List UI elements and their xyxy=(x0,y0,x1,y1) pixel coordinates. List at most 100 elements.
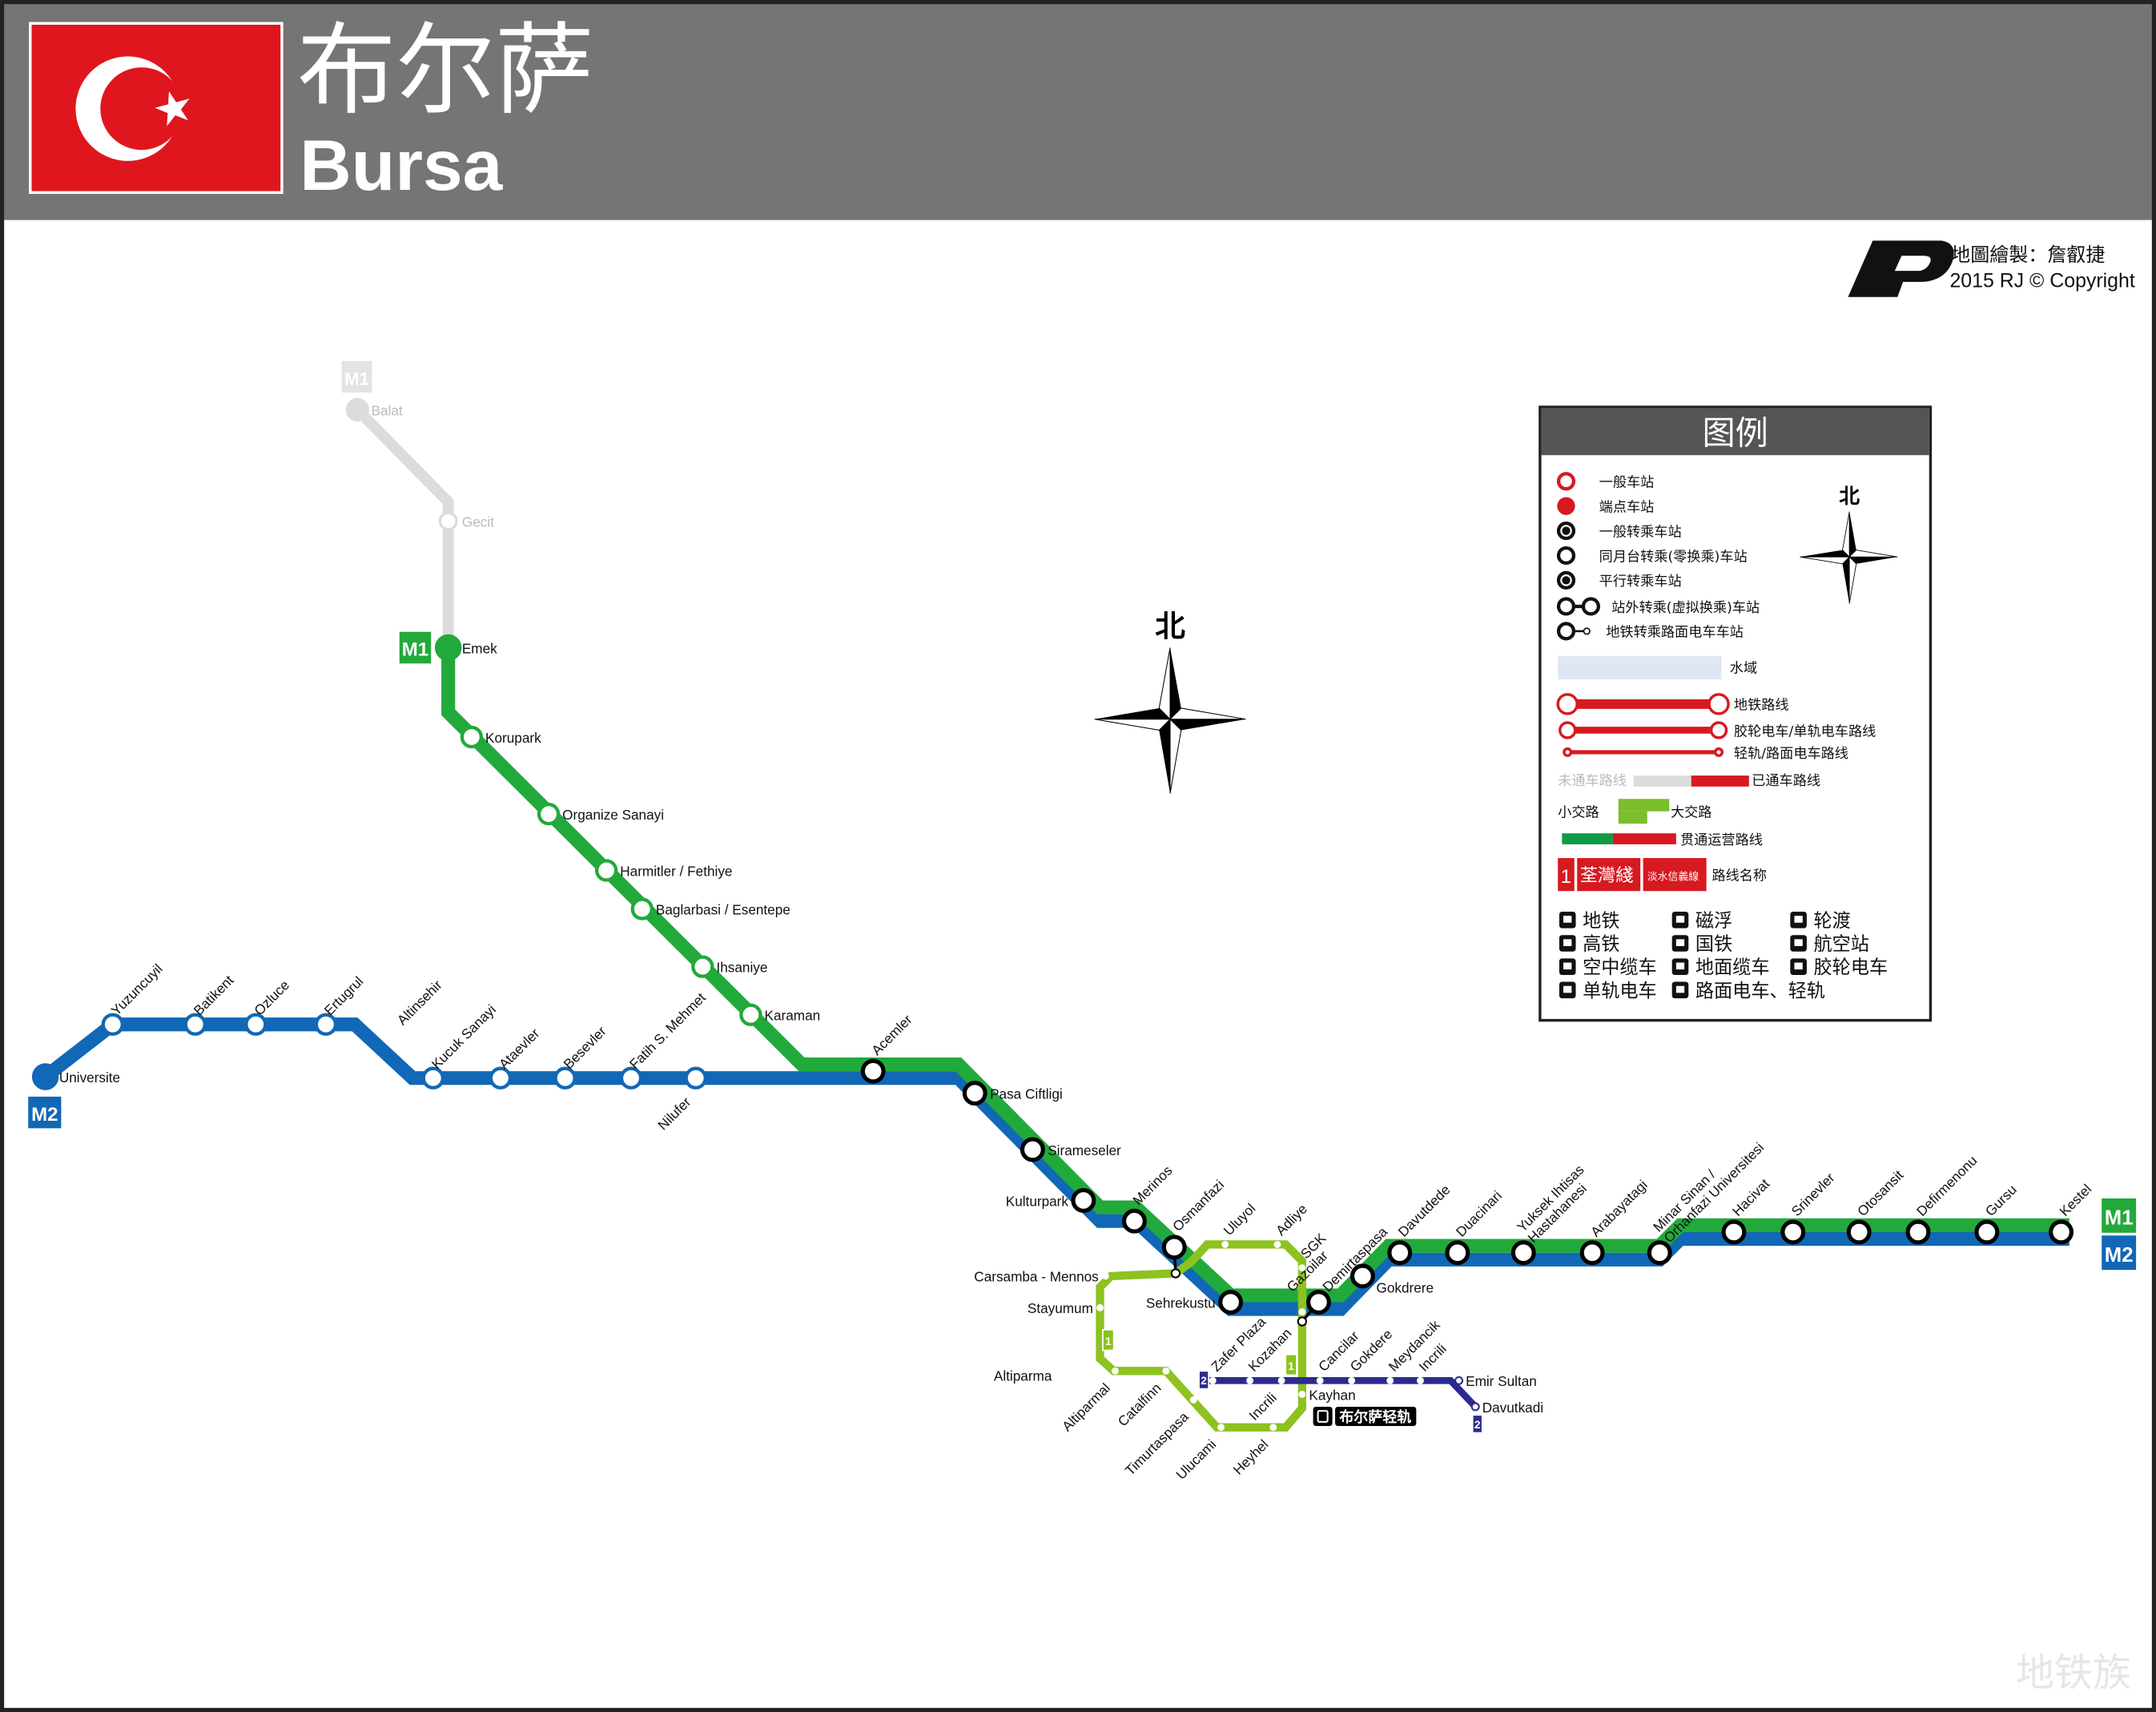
t1-badge-bg xyxy=(1102,1328,1115,1351)
m1-badge-emek: M1 xyxy=(398,630,432,665)
station-label: Carsamba - Mennos xyxy=(974,1269,1098,1285)
icon-glyph xyxy=(1675,985,1685,993)
m2-badge-universite-bg xyxy=(26,1095,63,1130)
station-marker xyxy=(1273,1240,1281,1248)
station-label: Emir Sultan xyxy=(1466,1373,1537,1389)
station-marker xyxy=(1101,1272,1109,1280)
station-carsamba-mennos[interactable]: Carsamba - Mennos xyxy=(974,1269,1109,1285)
station-ihsaniye[interactable]: Ihsaniye xyxy=(691,955,767,978)
m1-badge-kestel: M1 xyxy=(2100,1197,2138,1235)
virtual-transfer-icon xyxy=(1556,597,1576,616)
m2-badge-universite: M2 xyxy=(26,1095,63,1130)
station-gecit[interactable]: Gecit xyxy=(438,511,494,531)
m1-badge-planned-bg xyxy=(340,359,374,394)
light-rail-badge: 布尔萨轻轨 xyxy=(1313,1406,1417,1426)
station-marker xyxy=(1020,1137,1045,1162)
station-label: Harmitler / Fethiye xyxy=(620,863,732,879)
station-label: Emek xyxy=(462,640,497,656)
station-marker xyxy=(489,1066,513,1090)
legend-mode-label: 路面电车、轻轨 xyxy=(1695,980,1825,1001)
legend-title: 图例 xyxy=(1702,413,1768,452)
legend-mode-label: 空中缆车 xyxy=(1583,957,1657,978)
legend-mode-national-rail: 国铁 xyxy=(1671,933,1732,955)
credit-author: 地圖繪製：詹叡捷 xyxy=(1951,244,2105,266)
station-marker xyxy=(1189,1396,1197,1404)
legend-mode-maglev: 磁浮 xyxy=(1671,910,1732,932)
icon-glyph xyxy=(1563,916,1572,923)
legend-station-type: 端点车站 xyxy=(1557,497,1654,516)
legend-long-route-label: 大交路 xyxy=(1671,805,1712,821)
t2-badge-bg xyxy=(1198,1370,1209,1390)
icon-glyph xyxy=(1563,939,1572,946)
station-sirameseler[interactable]: Sirameseler xyxy=(1020,1137,1121,1162)
legend-mode-aerial-cableway: 空中缆车 xyxy=(1559,957,1657,978)
station-gokdrere[interactable]: Gokdrere xyxy=(1350,1263,1434,1295)
station-kayhan[interactable]: Kayhan xyxy=(1298,1387,1356,1403)
t2-badge: 2 xyxy=(1471,1414,1483,1434)
transfer-mark-icon xyxy=(1562,576,1571,585)
station-marker xyxy=(1277,1376,1285,1384)
legend-mode-label: 航空站 xyxy=(1814,933,1869,955)
station-karaman[interactable]: Karaman xyxy=(739,1003,820,1026)
station-organize-sanayi[interactable]: Organize Sanayi xyxy=(537,802,664,826)
station-harmitler-fethiye[interactable]: Harmitler / Fethiye xyxy=(594,859,732,882)
station-marker xyxy=(1974,1219,2000,1245)
station-marker xyxy=(101,1013,124,1036)
station-marker xyxy=(314,1013,338,1036)
station-marker xyxy=(1445,1240,1470,1266)
station-marker xyxy=(345,397,369,422)
legend-station-type-label: 站外转乘(虚拟换乘)车站 xyxy=(1611,600,1760,616)
m1-badge-emek-bg xyxy=(398,630,432,665)
station-marker xyxy=(1298,1264,1306,1272)
station-korupark[interactable]: Korupark xyxy=(460,725,541,749)
station-marker xyxy=(1298,1308,1306,1315)
station-davutkadi[interactable]: Davutkadi xyxy=(1470,1400,1543,1416)
legend-route-name-sample: 1 荃灣綫 淡水信義線 路线名称 xyxy=(1558,858,1767,892)
legend-mode-tram-light-rail: 路面电车、轻轨 xyxy=(1671,980,1825,1001)
station-label: Gecit xyxy=(462,514,494,530)
legend-opened-label: 已通车路线 xyxy=(1752,773,1820,789)
station-label: Ihsaniye xyxy=(716,960,767,976)
station-balat[interactable]: Balat xyxy=(345,397,403,422)
route-name: 荃灣綫 xyxy=(1580,865,1634,886)
line-end-icon xyxy=(1559,721,1577,739)
station-marker xyxy=(1647,1240,1672,1266)
legend-line-type: 地铁路线 xyxy=(1556,693,1789,715)
station-marker xyxy=(630,897,654,920)
north-compass: 北 xyxy=(1094,609,1246,794)
icon-glyph xyxy=(1794,916,1803,923)
turkey-flag-icon xyxy=(29,22,284,195)
station-emek[interactable]: Emek xyxy=(434,634,497,662)
station-sehrekustu[interactable]: Sehrekustu xyxy=(1146,1290,1244,1315)
station-kulturpark[interactable]: Kulturpark xyxy=(1006,1188,1096,1213)
tram-stop-icon xyxy=(1583,627,1591,635)
station-marker xyxy=(1470,1402,1480,1412)
station-marker xyxy=(1305,1290,1331,1315)
station-pasa-ciftligi[interactable]: Pasa Ciftligi xyxy=(962,1081,1063,1106)
station-stayumum[interactable]: Stayumum xyxy=(1028,1300,1104,1316)
m2-badge-kestel: M2 xyxy=(2100,1234,2138,1271)
station-marker xyxy=(1269,1424,1277,1432)
line-end-icon xyxy=(1708,693,1730,715)
station-marker xyxy=(1217,1424,1225,1432)
station-universite[interactable]: Universite xyxy=(31,1063,120,1090)
station-altiparma[interactable]: Altiparma xyxy=(994,1368,1052,1384)
station-label: Stayumum xyxy=(1028,1300,1093,1316)
legend-station-type: 平行转乘车站 xyxy=(1556,570,1682,590)
station-marker xyxy=(434,634,462,662)
legend-compass-label: 北 xyxy=(1839,485,1860,509)
legend-through-service-label: 贯通运营路线 xyxy=(1680,832,1763,848)
station-emir-sultan[interactable]: Emir Sultan xyxy=(1454,1373,1537,1389)
station-label: Sehrekustu xyxy=(1146,1295,1216,1311)
legend-station-type: 站外转乘(虚拟换乘)车站 xyxy=(1556,597,1760,616)
station-label: Korupark xyxy=(485,730,541,746)
station-marker xyxy=(537,802,561,826)
station-label: Kulturpark xyxy=(1006,1193,1069,1209)
tram-icon xyxy=(1317,1410,1329,1423)
station-marker xyxy=(1846,1219,1872,1245)
station-marker xyxy=(1298,1391,1306,1398)
station-marker xyxy=(1111,1367,1119,1375)
station-baglarbasi-esentepe[interactable]: Baglarbasi / Esentepe xyxy=(630,897,790,920)
